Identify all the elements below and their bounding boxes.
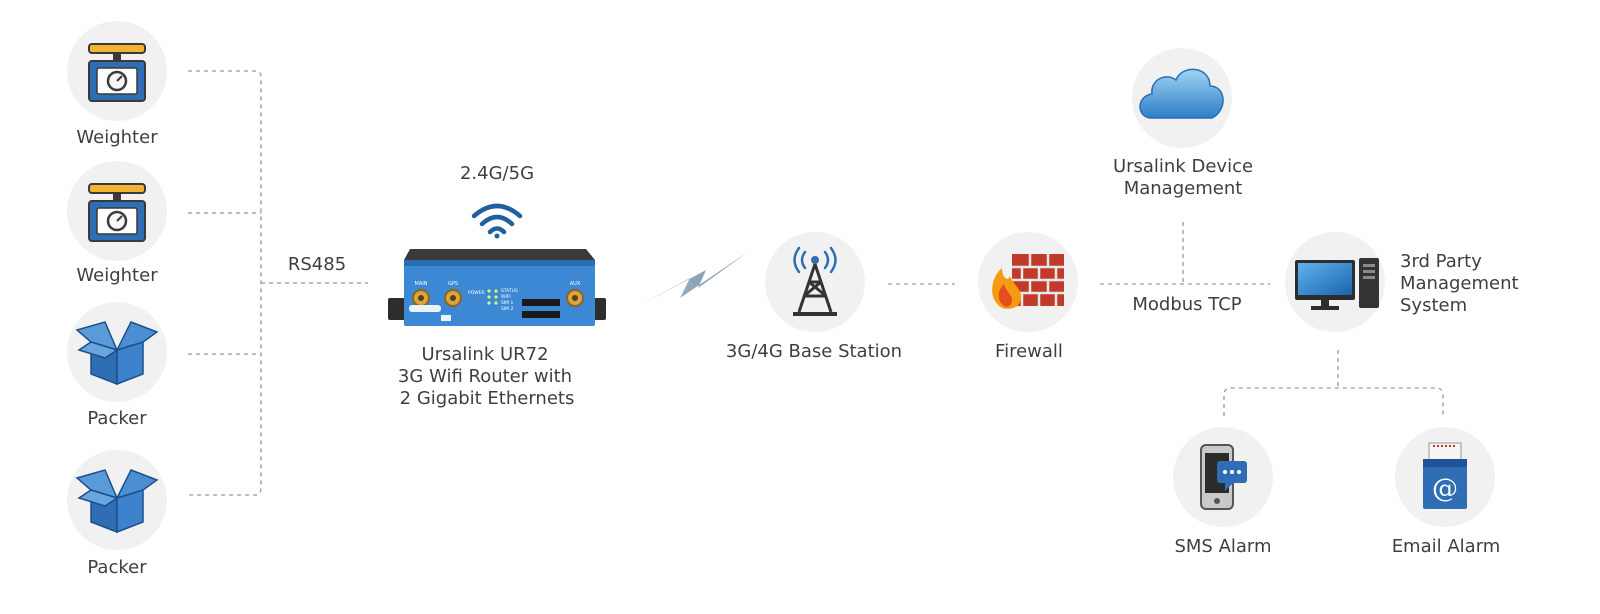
firewall-node — [978, 232, 1078, 332]
cell-tower-icon — [793, 246, 837, 316]
cloud-mgmt-line1: Ursalink Device — [1112, 156, 1254, 177]
computer-node — [1285, 232, 1385, 332]
phone-sms-icon — [1200, 444, 1247, 510]
email-alarm-label: Email Alarm — [1391, 536, 1501, 557]
router-name-line2: 3G Wifi Router with — [397, 366, 573, 387]
third-party-line2: Management — [1400, 273, 1519, 294]
sms-alarm-label: SMS Alarm — [1174, 536, 1272, 557]
base-station-node — [765, 232, 865, 332]
third-party-line1: 3rd Party — [1400, 251, 1482, 272]
scale-icon — [88, 183, 146, 242]
panel-label-aux: AUX — [570, 281, 581, 287]
wireless-link-bolt — [626, 252, 748, 313]
connector-lines — [188, 70, 1444, 496]
packer-1-label: Packer — [87, 408, 147, 429]
panel-label-gps: GPS — [448, 281, 458, 287]
cloud-icon — [1139, 68, 1224, 119]
wifi-icon — [471, 203, 523, 239]
panel-label-power: POWER — [468, 290, 485, 296]
modbus-label: Modbus TCP — [1132, 294, 1242, 315]
rs485-label: RS485 — [287, 254, 347, 275]
router-name-line1: Ursalink UR72 — [421, 344, 549, 365]
weighter-1-label: Weighter — [76, 127, 158, 148]
email-icon: @ — [1423, 442, 1467, 509]
packer-2-label: Packer — [87, 557, 147, 578]
firewall-label: Firewall — [995, 341, 1063, 362]
base-station-label: 3G/4G Base Station — [725, 341, 903, 362]
panel-label-wifi: WIFI — [501, 294, 511, 300]
cloud-node — [1132, 48, 1232, 148]
cloud-mgmt-line2: Management — [1123, 178, 1243, 199]
wifi-band-label: 2.4G/5G — [459, 163, 535, 184]
email-alarm-node: @ — [1395, 427, 1495, 527]
box-icon — [75, 469, 159, 534]
weighter-2-label: Weighter — [76, 265, 158, 286]
panel-label-main: MAIN — [415, 281, 428, 287]
computer-icon — [1295, 258, 1379, 310]
router-name-line3: 2 Gigabit Ethernets — [399, 388, 575, 409]
panel-label-sim2: SIM 2 — [501, 306, 513, 312]
packer-2-node — [67, 450, 167, 550]
sms-alarm-node — [1173, 427, 1273, 527]
router-device: MAIN GPS AUX POWER STATUS WIFI SIM 1 SIM… — [388, 249, 606, 326]
scale-icon — [88, 43, 146, 102]
weighter-1-node — [67, 21, 167, 121]
packer-1-node — [67, 302, 167, 402]
box-icon — [75, 321, 159, 386]
weighter-2-node — [67, 161, 167, 261]
panel-label-status: STATUS — [501, 288, 518, 294]
panel-label-sim1: SIM 1 — [501, 300, 513, 306]
svg-text:@: @ — [1432, 474, 1458, 504]
firewall-icon — [992, 254, 1064, 309]
third-party-line3: System — [1400, 295, 1468, 316]
